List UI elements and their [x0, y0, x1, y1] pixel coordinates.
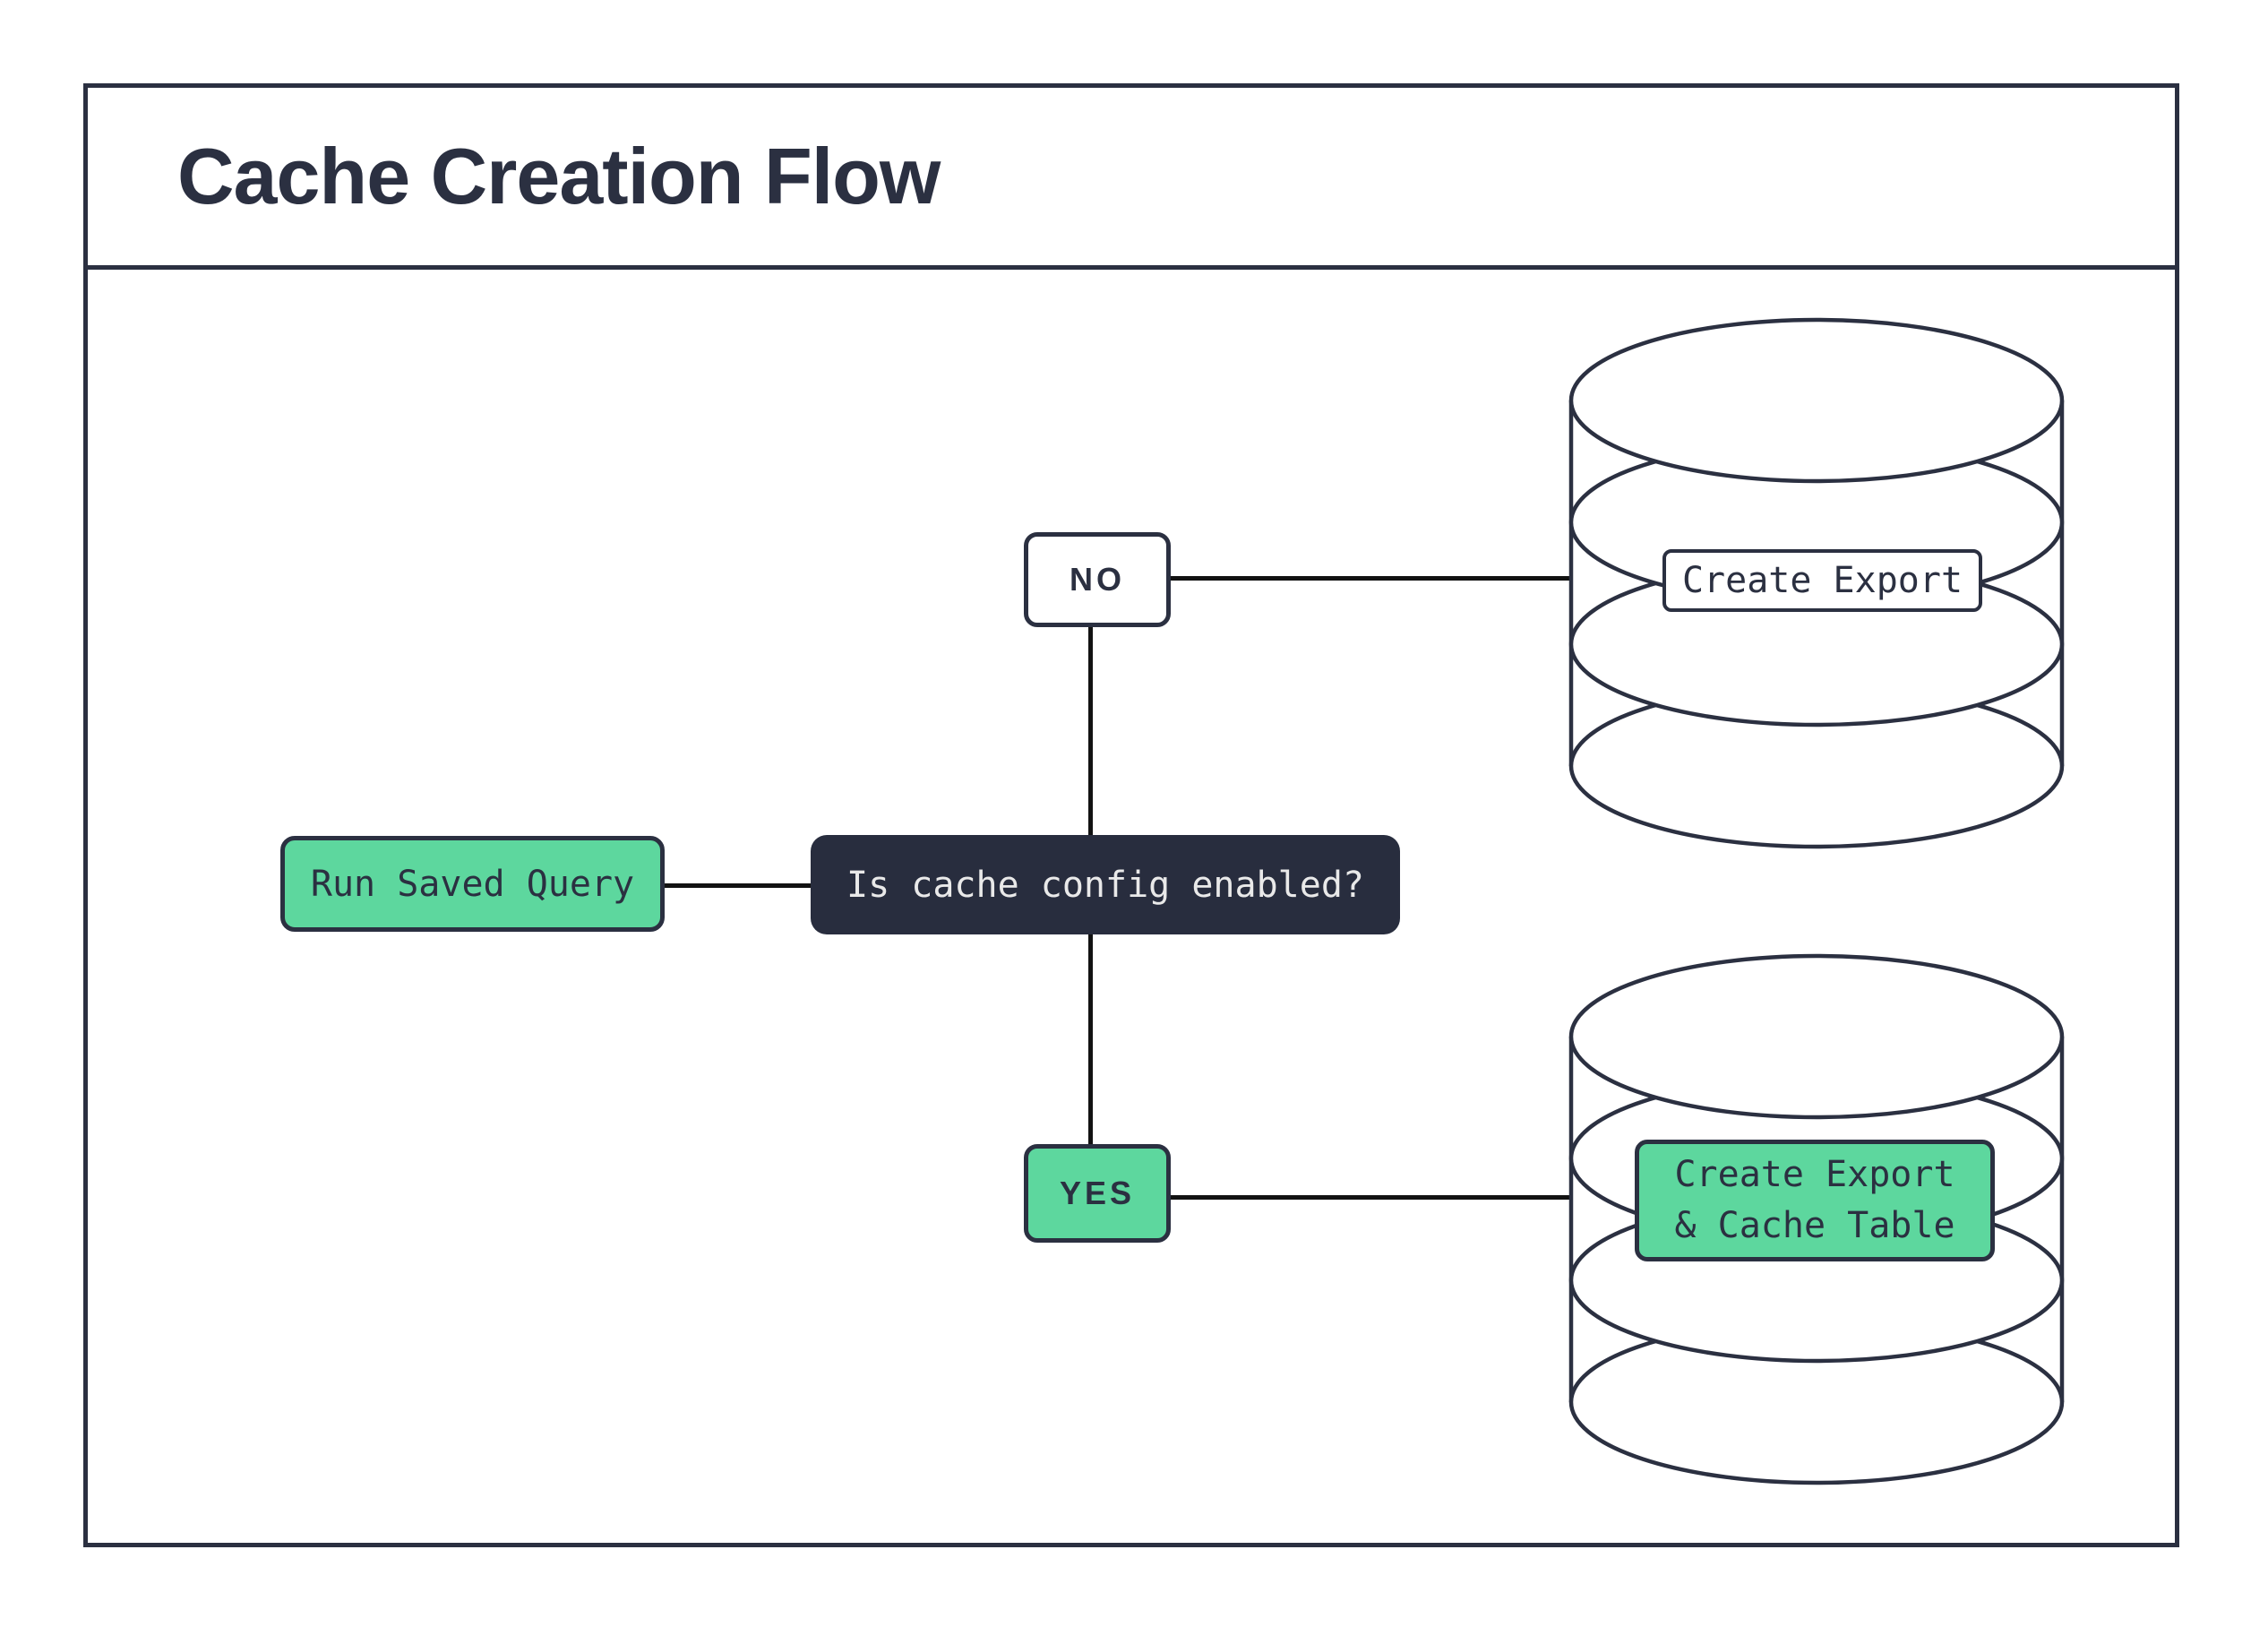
label-create-export-cache-table: Create Export & Cache Table — [1635, 1140, 1995, 1261]
connector-decision-to-no — [1088, 627, 1093, 837]
connector-start-to-decision — [665, 883, 812, 888]
connector-no-to-database — [1170, 576, 1573, 581]
label-create-export: Create Export — [1662, 549, 1982, 612]
connector-decision-to-yes — [1088, 933, 1093, 1146]
connector-yes-to-database — [1170, 1195, 1573, 1200]
label-create-export-cache-line1: Create Export — [1674, 1154, 1955, 1196]
node-run-saved-query-label: Run Saved Query — [310, 863, 635, 905]
page-title: Cache Creation Flow — [177, 132, 941, 220]
branch-yes-label: YES — [1059, 1175, 1136, 1211]
branch-yes: YES — [1024, 1144, 1171, 1243]
branch-no: NO — [1024, 532, 1171, 627]
label-create-export-cache-line2: & Cache Table — [1674, 1205, 1955, 1246]
node-decision-cache-config: Is cache config enabled? — [811, 835, 1400, 934]
branch-no-label: NO — [1070, 561, 1125, 598]
label-create-export-text: Create Export — [1681, 560, 1963, 601]
node-run-saved-query: Run Saved Query — [280, 836, 665, 932]
node-decision-label: Is cache config enabled? — [846, 864, 1364, 906]
title-bar: Cache Creation Flow — [88, 88, 2175, 270]
